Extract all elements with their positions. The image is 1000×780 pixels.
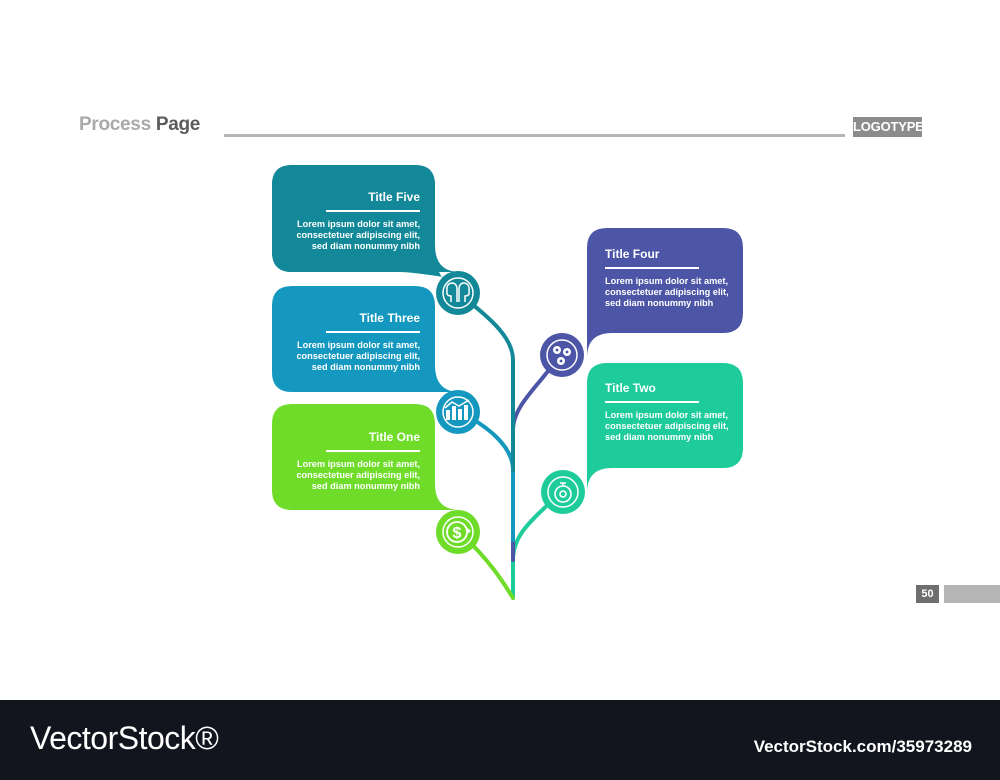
- page-title-part1: Process: [79, 114, 151, 135]
- step-four-text: Title Four Lorem ipsum dolor sit amet, c…: [605, 247, 775, 310]
- svg-text:$: $: [453, 525, 462, 542]
- watermark-image-id: VectorStock.com/35973289: [753, 737, 972, 756]
- step-three-line-2: consectetuer adipiscing elit,: [296, 351, 420, 362]
- step-one-line-3: sed diam nonummy nibh: [311, 481, 420, 492]
- bar-chart-icon: [444, 399, 470, 420]
- step-two-line-3: sed diam nonummy nibh: [605, 432, 714, 443]
- step-four-body: Lorem ipsum dolor sit amet, consectetuer…: [605, 276, 775, 310]
- step-one-title: Title One: [368, 430, 420, 444]
- page-number: 50: [916, 585, 939, 603]
- step-three-text: Title Three Lorem ipsum dolor sit amet, …: [250, 311, 420, 374]
- step-two-title: Title Two: [605, 381, 656, 395]
- step-five-line-2: consectetuer adipiscing elit,: [296, 230, 420, 241]
- step-three-body: Lorem ipsum dolor sit amet, consectetuer…: [250, 340, 420, 374]
- step-four-line-1: Lorem ipsum dolor sit amet,: [605, 276, 729, 286]
- step-four-card: [540, 228, 743, 377]
- step-two-card: [541, 363, 743, 514]
- step-three-title: Title Three: [359, 311, 420, 325]
- step-three-rule: [326, 331, 420, 333]
- step-five-line-3: sed diam nonummy nibh: [311, 241, 420, 252]
- step-three-card: [272, 286, 480, 434]
- watermark-footer: VectorStock® VectorStock.com/35973289: [0, 700, 1000, 780]
- step-five-card: [272, 165, 480, 315]
- branch-four: [511, 353, 562, 562]
- watermark-brand: VectorStock®: [30, 720, 219, 756]
- heads-icon: [446, 282, 470, 302]
- step-four-line-2: consectetuer adipiscing elit,: [605, 287, 729, 298]
- step-three-line-3: sed diam nonummy nibh: [311, 362, 420, 373]
- page-title: Process Page: [79, 114, 200, 136]
- step-two-line-1: Lorem ipsum dolor sit amet,: [605, 410, 729, 420]
- logotype-badge: LOGOTYPE: [853, 117, 924, 137]
- step-five-body: Lorem ipsum dolor sit amet, consectetuer…: [250, 219, 420, 253]
- step-five-rule: [326, 210, 420, 212]
- step-two-text: Title Two Lorem ipsum dolor sit amet, co…: [605, 381, 775, 444]
- page-number-bar: [944, 585, 1000, 603]
- step-one-rule: [326, 450, 420, 452]
- step-one-line-2: consectetuer adipiscing elit,: [296, 470, 420, 481]
- page-title-part2: Page: [155, 114, 201, 135]
- step-one-body: Lorem ipsum dolor sit amet, consectetuer…: [250, 459, 420, 493]
- process-tree-diagram: $: [272, 165, 743, 600]
- step-one-card: $: [272, 404, 480, 554]
- step-five-title: Title Five: [368, 190, 420, 204]
- step-four-rule: [605, 267, 699, 269]
- step-three-line-1: Lorem ipsum dolor sit amet,: [296, 340, 420, 350]
- step-two-line-2: consectetuer adipiscing elit,: [605, 421, 729, 432]
- step-one-line-1: Lorem ipsum dolor sit amet,: [296, 459, 420, 469]
- stopwatch-icon: [554, 482, 572, 503]
- header-divider: [224, 134, 845, 137]
- step-two-rule: [605, 401, 699, 403]
- step-one-text: Title One Lorem ipsum dolor sit amet, co…: [250, 430, 420, 493]
- dollar-refresh-icon: $: [446, 521, 471, 543]
- step-two-body: Lorem ipsum dolor sit amet, consectetuer…: [605, 410, 775, 444]
- gears-icon: [553, 346, 571, 365]
- tree-branches: [458, 292, 562, 600]
- step-five-text: Title Five Lorem ipsum dolor sit amet, c…: [250, 190, 420, 253]
- step-four-line-3: sed diam nonummy nibh: [605, 298, 714, 309]
- step-five-line-1: Lorem ipsum dolor sit amet,: [296, 219, 420, 229]
- step-four-title: Title Four: [605, 247, 660, 261]
